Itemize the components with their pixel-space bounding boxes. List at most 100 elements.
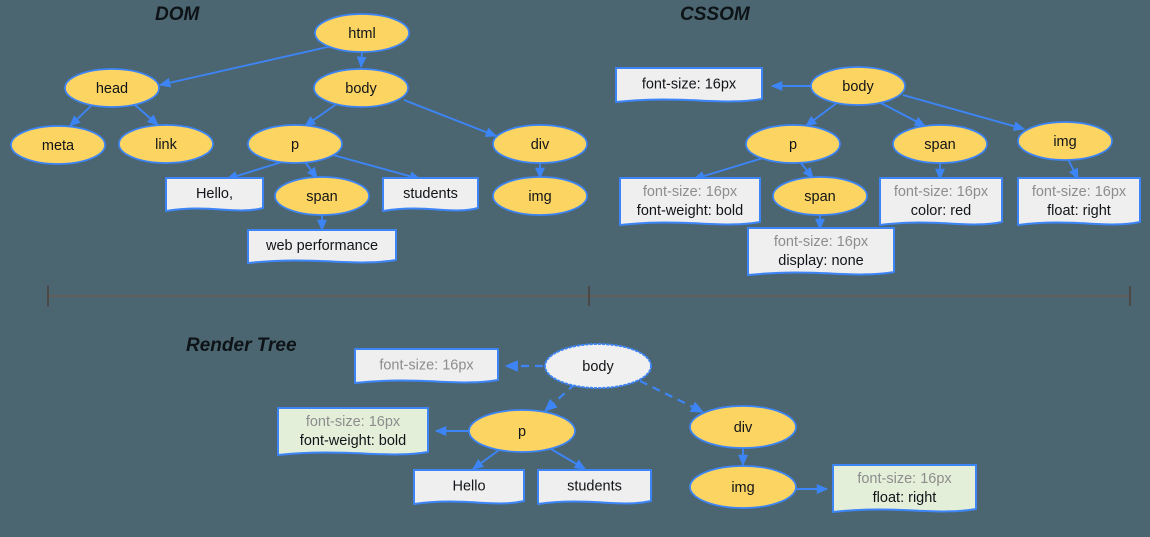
cssom-rule-span-outer-shape (879, 177, 1003, 226)
edge-render-body-div (639, 380, 705, 413)
divider-layer (47, 286, 1131, 306)
cssom-node-img-shape (1017, 121, 1113, 161)
dom-text-hello: Hello, (165, 177, 264, 212)
render-rule-body-shape (354, 348, 499, 384)
render-text-hello: Hello (413, 469, 525, 505)
dom-node-p-label: p (291, 137, 299, 153)
cssom-rule-img-line-0: font-size: 16px (1032, 184, 1127, 200)
dom-node-link-shape (118, 124, 214, 164)
section-title-cssom: CSSOM (680, 4, 751, 25)
render-rule-body: font-size: 16px (354, 348, 499, 384)
dom-node-img: img (492, 176, 588, 216)
cssom-node-p-shape (745, 124, 841, 164)
edge-render-p-hello (472, 449, 500, 470)
dom-node-p: p (247, 124, 343, 164)
render-rule-img: font-size: 16px float: right (832, 464, 977, 513)
render-text-students: students (537, 469, 652, 505)
dom-node-span-label: span (306, 189, 337, 205)
dom-text-students: students (382, 177, 479, 212)
cssom-node-span2-label: span (804, 189, 835, 205)
dom-node-div-shape (492, 124, 588, 164)
render-rule-img-line-0: font-size: 16px (857, 471, 952, 487)
dom-node-head-label: head (96, 81, 128, 97)
render-node-img-shape (689, 465, 797, 509)
cssom-rule-p-line-1: font-weight: bold (637, 203, 743, 219)
edge-p-students (332, 154, 422, 182)
render-node-img: img (689, 465, 797, 509)
boxes-layer: Hello, students web performance font-size: … (165, 67, 1141, 513)
dom-node-link: link (118, 124, 214, 164)
edge-cssom-img-rule (1067, 158, 1079, 181)
cssom-rule-p-line-0: font-size: 16px (643, 184, 738, 200)
render-text-students-shape (537, 469, 652, 505)
cssom-node-body-label: body (842, 79, 874, 95)
edge-render-body-p (544, 383, 576, 412)
render-rule-p-shape (277, 407, 429, 456)
render-text-students-line-0: students (567, 478, 622, 494)
edge-body-p (304, 102, 339, 127)
render-rule-p-line-0: font-size: 16px (306, 414, 401, 430)
dom-node-body: body (313, 68, 409, 108)
render-node-div-shape (689, 405, 797, 449)
dom-text-webperf: web performance (247, 229, 397, 264)
dom-text-hello-line-0: Hello, (196, 186, 233, 202)
cssom-node-img-label: img (1053, 134, 1076, 150)
cssom-rule-img-shape (1017, 177, 1141, 226)
render-node-body-shape (544, 343, 652, 389)
cssom-rule-body-shape (615, 67, 763, 103)
section-title-render-tree: Render Tree (186, 335, 297, 356)
cssom-rule-span-outer-line-1: color: red (911, 203, 971, 219)
cssom-rule-p: font-size: 16px font-weight: bold (619, 177, 761, 226)
render-text-hello-shape (413, 469, 525, 505)
edge-cssom-p-rule (692, 157, 764, 181)
render-node-div: div (689, 405, 797, 449)
dom-node-body-label: body (345, 81, 377, 97)
render-node-p-label: p (518, 424, 526, 440)
dom-node-p-shape (247, 124, 343, 164)
dom-node-img-shape (492, 176, 588, 216)
edge-html-body (356, 51, 367, 69)
edge-cssom-p-span (799, 161, 814, 179)
cssom-node-span2-shape (772, 176, 868, 216)
render-rule-img-shape (832, 464, 977, 513)
dom-node-span-shape (274, 176, 370, 216)
cssom-rule-img: font-size: 16px float: right (1017, 177, 1141, 226)
dom-node-link-label: link (155, 137, 178, 153)
cssom-rule-body-line-0: font-size: 16px (642, 76, 737, 92)
dom-node-img-label: img (528, 189, 551, 205)
dom-node-span: span (274, 176, 370, 216)
dom-text-students-line-0: students (403, 186, 458, 202)
cssom-node-body-shape (810, 66, 906, 106)
render-node-body-label: body (582, 359, 614, 375)
edge-p-hello (225, 161, 283, 181)
cssom-rule-span-inner-line-1: display: none (778, 253, 863, 269)
render-node-body: body (544, 343, 652, 389)
cssom-node-span-shape (892, 124, 988, 164)
edge-body-div (403, 99, 498, 137)
dom-text-webperf-shape (247, 229, 397, 264)
edge-head-meta (69, 104, 93, 127)
dom-text-hello-shape (165, 177, 264, 212)
render-node-p-shape (468, 409, 576, 453)
render-rule-img-line-1: float: right (873, 490, 937, 506)
cssom-node-span-label: span (924, 137, 955, 153)
dom-node-div-label: div (531, 137, 550, 153)
cssom-rule-img-line-1: float: right (1047, 203, 1111, 219)
cssom-node-p-label: p (789, 137, 797, 153)
dom-node-html-shape (314, 13, 410, 53)
section-title-dom: DOM (155, 4, 201, 25)
edge-head-link (134, 104, 159, 126)
dom-node-div: div (492, 124, 588, 164)
cssom-node-span: span (892, 124, 988, 164)
dom-node-meta-shape (10, 125, 106, 165)
cssom-rule-span-outer-line-0: font-size: 16px (894, 184, 989, 200)
edge-p-span (304, 161, 318, 179)
dom-node-body-shape (313, 68, 409, 108)
dom-node-html: html (314, 13, 410, 53)
cssom-rule-span-outer: font-size: 16px color: red (879, 177, 1003, 226)
render-text-hello-line-0: Hello (452, 478, 485, 494)
